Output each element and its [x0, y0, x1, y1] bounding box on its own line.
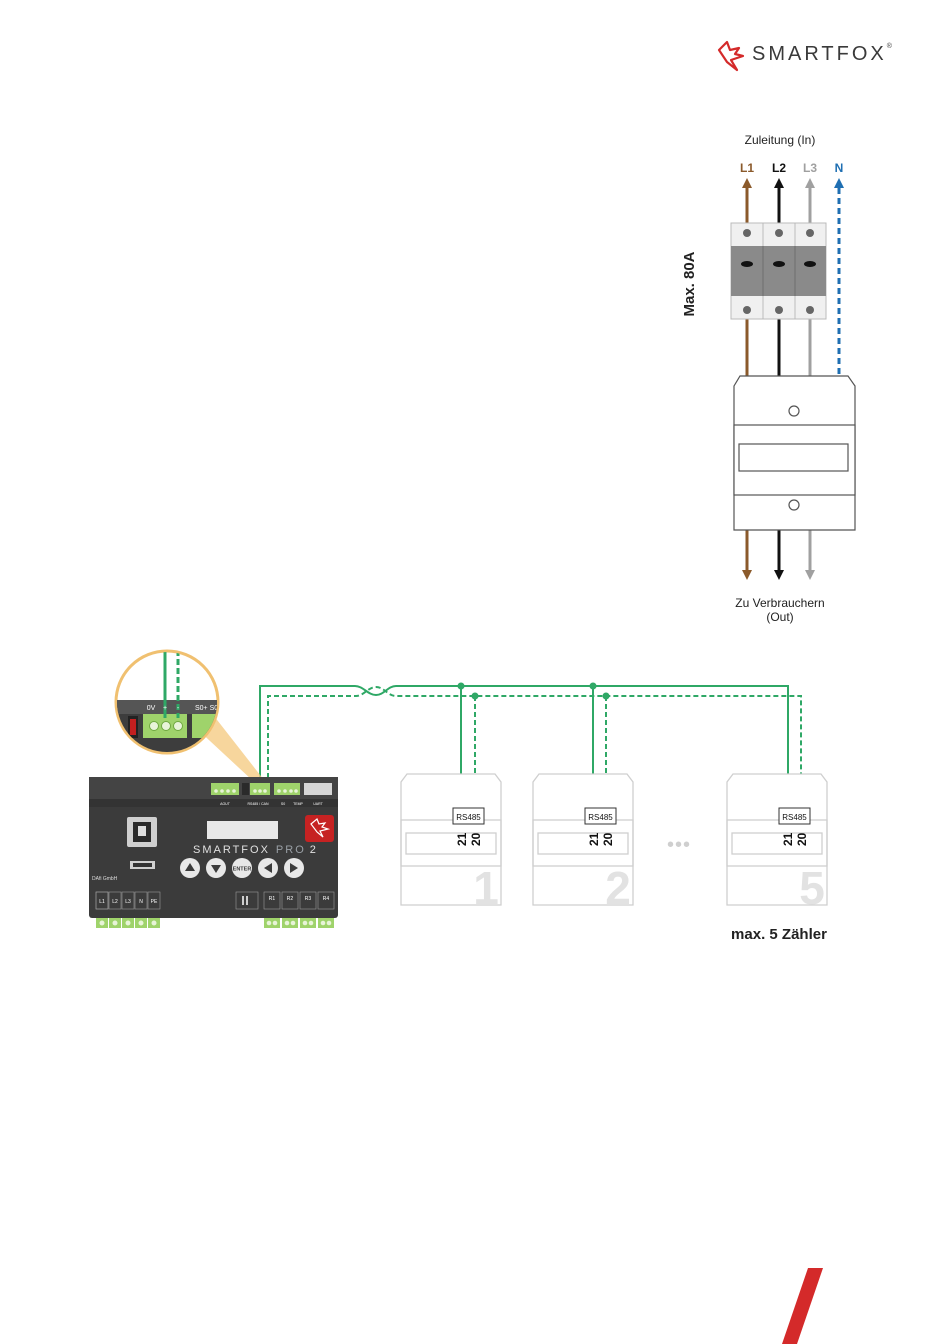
meter-terminal-a: 21: [455, 832, 469, 846]
supply-out-title-line2: (Out): [766, 610, 793, 624]
meter-bus-label: RS485: [588, 813, 613, 822]
terminal-zoom-callout: 0V + - S0+ S0: [110, 650, 264, 780]
top-terminal-temp: TEMP: [293, 802, 303, 806]
supply-up-arrows: [742, 178, 844, 188]
meter-number: 5: [799, 862, 825, 914]
phase-label-l1: L1: [740, 161, 754, 175]
meter-bus-label: RS485: [782, 813, 807, 822]
breaker-rating-label: Max. 80A: [681, 251, 698, 316]
meter-terminal-a: 21: [781, 832, 795, 846]
top-terminal-rs485: RS485 / CAN: [247, 802, 268, 806]
terminal-label: R2: [287, 896, 294, 902]
meter-bus-label: RS485: [456, 813, 481, 822]
terminal-label: R4: [323, 896, 330, 902]
meter-terminal-b: 20: [795, 832, 809, 846]
phase-label-n: N: [835, 161, 844, 175]
terminal-label: N: [139, 899, 143, 905]
smartfox-device: AOUT RS485 / CAN S0 TEMP UART DAfi GmbH …: [89, 777, 338, 928]
meter-terminal-b: 20: [469, 832, 483, 846]
max-meters-note: max. 5 Zähler: [731, 926, 827, 943]
circuit-breaker: [731, 223, 826, 319]
top-terminal-uart: UART: [313, 802, 323, 806]
meters-ellipsis: •••: [667, 834, 691, 856]
terminal-label: L2: [112, 899, 118, 905]
zoom-label-plus: +: [163, 705, 167, 712]
supply-down-arrows: [742, 570, 815, 580]
rs485-bus: [260, 683, 801, 809]
terminal-label: PE: [151, 899, 158, 905]
supply-out-title-line1: Zu Verbrauchern: [735, 596, 824, 610]
zoom-label-s0: S0+ S0: [195, 705, 218, 712]
device-manufacturer: DAfi GmbH: [92, 876, 118, 882]
supply-in-title: Zuleitung (In): [745, 133, 816, 147]
meter-number: 1: [473, 862, 499, 914]
energy-meter: [734, 376, 855, 530]
zoom-label-0v: 0V: [147, 705, 156, 712]
brand-slash-decoration: [782, 1268, 823, 1344]
terminal-label: R1: [269, 896, 276, 902]
top-terminal-s0: S0: [281, 802, 285, 806]
terminal-label: L3: [125, 899, 131, 905]
meter-terminal-a: 21: [587, 832, 601, 846]
meter-terminal-b: 20: [601, 832, 615, 846]
terminal-label: L1: [99, 899, 105, 905]
phase-label-l3: L3: [803, 161, 817, 175]
phase-label-l2: L2: [772, 161, 786, 175]
meter-number: 2: [605, 862, 631, 914]
enter-button-label: ENTER: [233, 867, 252, 873]
top-terminal-aout: AOUT: [220, 802, 231, 806]
terminal-label: R3: [305, 896, 312, 902]
